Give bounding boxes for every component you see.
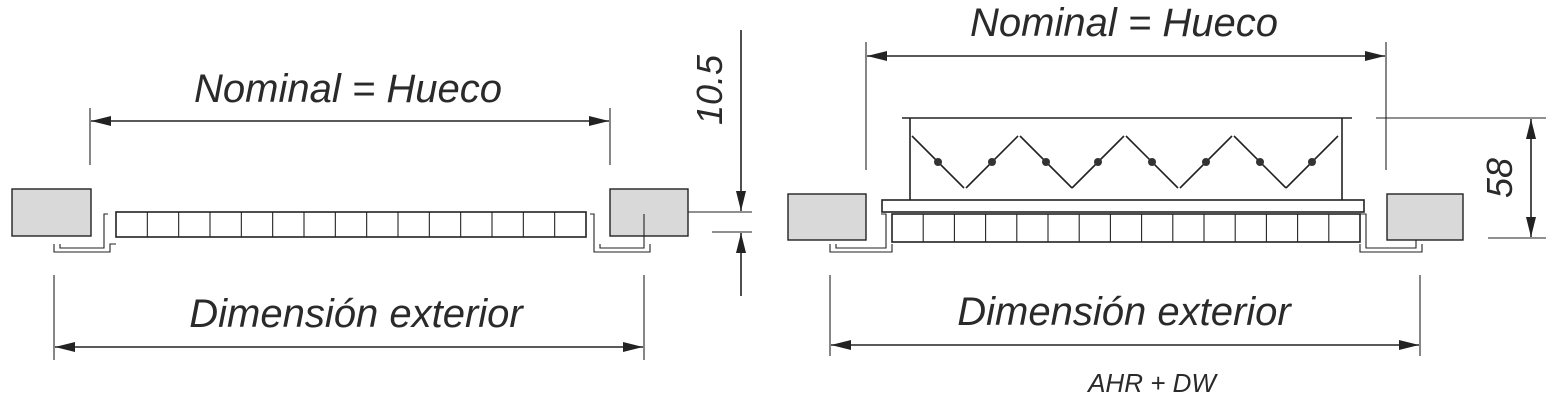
left-height-label: 10.5 xyxy=(689,54,730,125)
left-grille-face xyxy=(115,211,587,238)
right-clip-right xyxy=(1359,213,1423,253)
right-drawing: Nominal = Hueco Dimensión exterior 58 AH… xyxy=(787,1,1546,398)
left-wall-right xyxy=(609,188,689,237)
right-damper-vanes xyxy=(911,135,1339,189)
right-grille-face xyxy=(891,213,1361,243)
damper-vane-pivot xyxy=(1202,158,1210,166)
right-wall-right xyxy=(1386,193,1464,241)
left-wall-left xyxy=(11,188,92,237)
right-wall-left xyxy=(787,193,867,241)
right-clip-left xyxy=(829,213,893,253)
left-nominal-label: Nominal = Hueco xyxy=(194,67,502,111)
damper-vane-pivot xyxy=(934,158,942,166)
damper-vane-pivot xyxy=(1256,158,1264,166)
damper-vane-pivot xyxy=(1148,158,1156,166)
right-damper-base xyxy=(881,199,1365,213)
damper-vane-pivot xyxy=(1042,158,1050,166)
right-caption: AHR + DW xyxy=(1086,368,1218,398)
damper-vane-pivot xyxy=(988,158,996,166)
right-height-label: 58 xyxy=(1479,158,1520,198)
left-drawing: Nominal = Hueco Dimensión exterior 10.5 xyxy=(11,30,752,360)
damper-vane-pivot xyxy=(1308,158,1316,166)
right-exterior-label: Dimensión exterior xyxy=(957,290,1292,334)
damper-vane-pivot xyxy=(1094,158,1102,166)
left-exterior-label: Dimensión exterior xyxy=(189,292,524,336)
right-grille-blades xyxy=(922,214,1330,242)
right-nominal-label: Nominal = Hueco xyxy=(970,1,1278,45)
left-clip-right xyxy=(590,213,651,253)
left-clip-left xyxy=(53,213,116,253)
left-grille-blades xyxy=(146,212,556,237)
